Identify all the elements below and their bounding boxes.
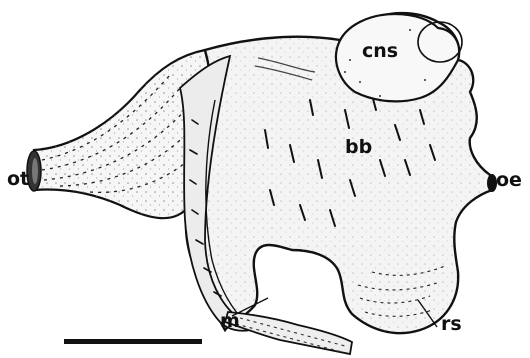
scale-bar [64,339,202,344]
label-rs: rs [441,315,462,334]
posterior-tail [225,312,352,354]
label-bb: bb [345,138,372,157]
label-cns: cns [362,42,398,61]
label-m: m [220,312,240,331]
label-ot: ot [7,170,29,189]
label-oe: oe [496,171,522,190]
